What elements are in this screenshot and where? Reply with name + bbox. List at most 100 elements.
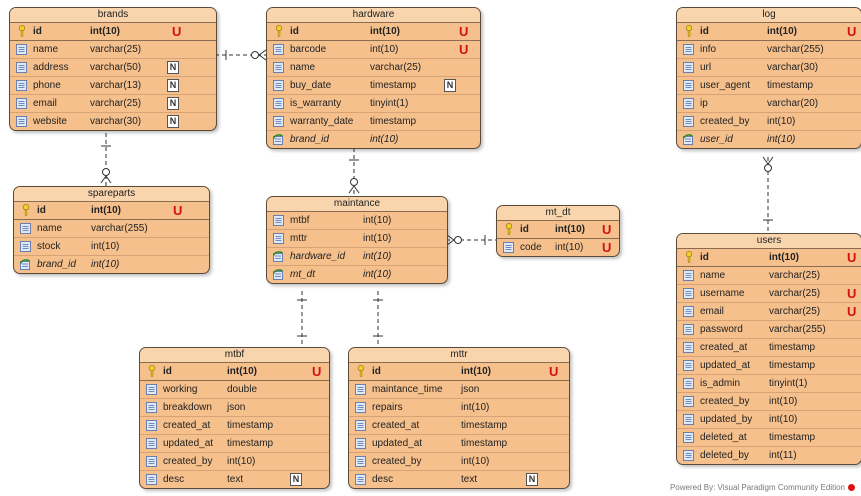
column-icon <box>683 80 694 91</box>
attribute-name: hardware_id <box>290 251 346 262</box>
attribute-name: id <box>37 205 46 216</box>
watermark: Powered By: Visual Paradigm Community Ed… <box>670 483 855 492</box>
attribute-type: varchar(25) <box>769 270 821 281</box>
column-icon <box>683 98 694 109</box>
attribute-name: desc <box>163 474 185 485</box>
attribute-type: int(10) <box>767 134 796 145</box>
attribute-name: created_by <box>163 456 213 467</box>
vp-logo-icon <box>848 484 855 492</box>
attribute-type: int(10) <box>769 252 799 263</box>
unique-marker: U <box>549 364 559 379</box>
entity-title: spareparts <box>14 187 209 202</box>
foreign-key-icon <box>19 259 31 270</box>
attribute-type: text <box>227 474 244 485</box>
attribute-type: tinyint(1) <box>769 378 808 389</box>
column-icon <box>273 98 284 109</box>
nullable-marker: N <box>526 473 538 486</box>
column-icon <box>20 241 31 252</box>
attribute-name: mttr <box>290 233 308 244</box>
column-icon <box>273 80 284 91</box>
entity-title: mttr <box>349 348 569 363</box>
entity-title: mtbf <box>140 348 329 363</box>
attribute-name: email <box>33 98 57 109</box>
attribute-type: int(10) <box>767 26 797 37</box>
attribute-name: breakdown <box>163 402 212 413</box>
attribute-type: varchar(255) <box>91 223 148 234</box>
attribute-type: timestamp <box>461 420 508 431</box>
attribute-name: name <box>290 62 316 73</box>
attribute-name: updated_by <box>700 414 753 425</box>
column-icon <box>273 44 284 55</box>
nullable-marker: N <box>167 115 179 128</box>
entity-title: log <box>677 8 861 23</box>
attribute-type: int(10) <box>91 205 121 216</box>
